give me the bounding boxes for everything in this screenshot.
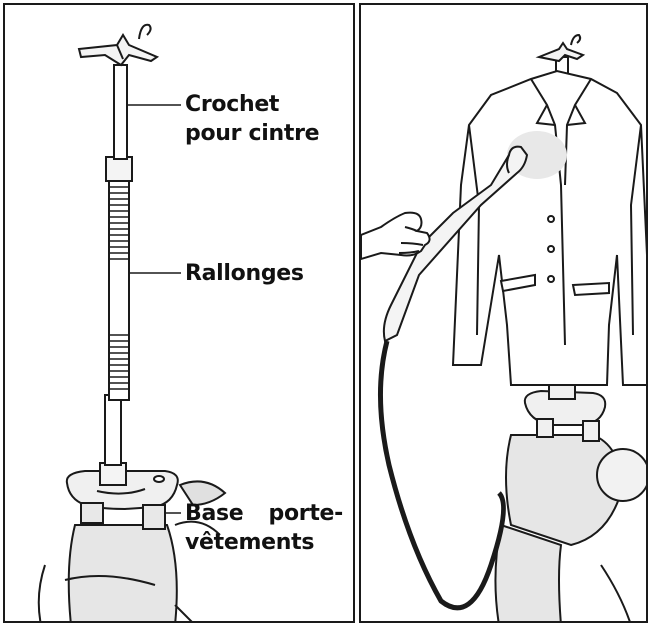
hand bbox=[361, 213, 430, 259]
label-base-line1: Base porte- bbox=[185, 499, 343, 528]
label-base-line2: vêtements bbox=[185, 528, 343, 557]
leader-lines bbox=[127, 105, 181, 513]
label-hook-line1: Crochet bbox=[185, 90, 319, 119]
label-hook: Crochet pour cintre bbox=[185, 90, 319, 148]
label-extensions-line1: Rallonges bbox=[185, 259, 304, 288]
label-hook-line2: pour cintre bbox=[185, 119, 319, 148]
right-panel-steaming-diagram bbox=[359, 3, 648, 623]
hanger-hook bbox=[79, 25, 157, 65]
steamer-body-right bbox=[495, 435, 648, 623]
label-extensions: Rallonges bbox=[185, 259, 304, 288]
steam-hose bbox=[380, 341, 503, 608]
label-base-line1-word1: Base bbox=[185, 499, 243, 528]
label-base-line1-word2: porte- bbox=[269, 499, 343, 528]
label-base: Base porte- vêtements bbox=[185, 499, 343, 557]
left-panel-stand-diagram: Crochet pour cintre Rallonges Base porte… bbox=[3, 3, 355, 623]
steaming-illustration bbox=[361, 5, 648, 623]
telescopic-pole bbox=[100, 65, 132, 485]
garment-base-plate-right bbox=[525, 379, 605, 441]
jacket bbox=[453, 71, 648, 385]
